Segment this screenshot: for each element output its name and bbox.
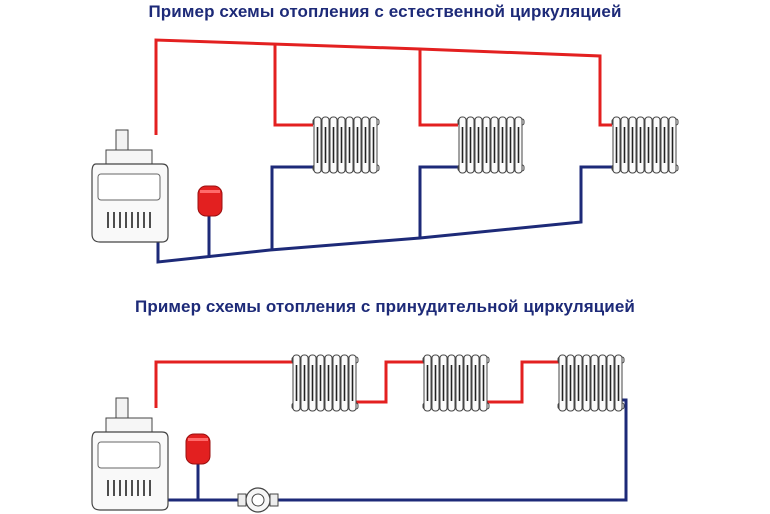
expansion-tank-icon [197, 185, 223, 217]
radiator-icon [291, 354, 359, 412]
supply-pipes-top [154, 38, 612, 135]
radiator-icon [611, 116, 679, 174]
boiler-icon [91, 397, 169, 511]
radiator-icon [557, 354, 625, 412]
boiler-icon [91, 129, 169, 243]
natural-circulation-scheme [91, 38, 679, 264]
return-pipes-bottom [156, 398, 628, 502]
radiator-icon [457, 116, 525, 174]
radiator-icon [422, 354, 490, 412]
diagram-title-natural-circulation: Пример схемы отопления с естественной ци… [148, 2, 622, 21]
forced-circulation-scheme [91, 354, 628, 513]
radiator-icon [312, 116, 380, 174]
supply-pipes-bottom [154, 360, 560, 408]
circulation-pump-icon [237, 487, 279, 513]
expansion-tank-icon [185, 433, 211, 465]
return-pipes-top [156, 165, 612, 264]
diagram-title-forced-circulation: Пример схемы отопления с принудительной … [135, 297, 635, 316]
